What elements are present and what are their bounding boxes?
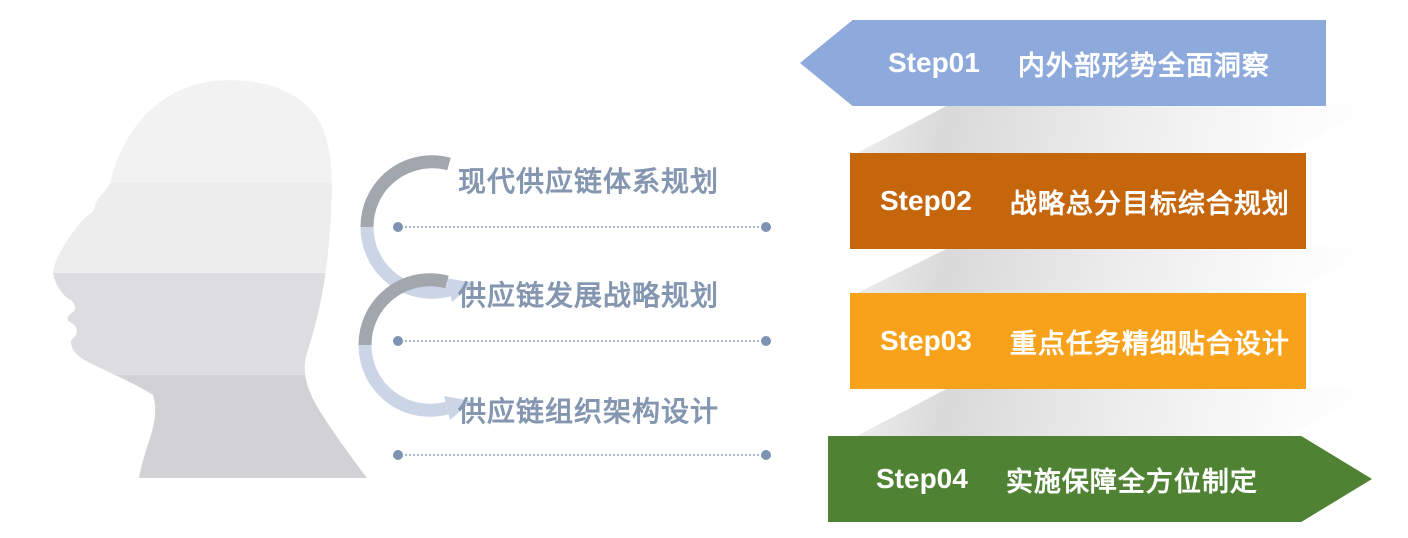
- step-label: 内外部形势全面洞察: [1017, 50, 1270, 81]
- dotted-line: [405, 340, 759, 342]
- head-band-1: [53, 80, 367, 183]
- step-label: 重点任务精细贴合设计: [1009, 328, 1290, 359]
- focus-item-label-3: 供应链组织架构设计: [458, 396, 720, 427]
- dotted-connector-1: [393, 222, 771, 232]
- fold-connector-2: [853, 247, 1378, 295]
- focus-item-label-2: 供应链发展战略规划: [458, 280, 720, 311]
- step-number: Step01: [888, 47, 980, 78]
- step-banner-3: Step03 重点任务精细贴合设计: [850, 293, 1306, 389]
- curved-arrow-head: [444, 396, 472, 420]
- curved-arrow-icon-1: [360, 155, 474, 302]
- step-banner-2: Step02 战略总分目标综合规划: [850, 153, 1306, 249]
- curved-arrow-light-segment: [358, 344, 449, 417]
- head-band-3: [53, 273, 367, 375]
- dotted-connector-3: [393, 450, 771, 460]
- curved-arrow-icon-2: [358, 273, 472, 420]
- dotted-connector-2: [393, 336, 771, 346]
- line-end-dot: [761, 222, 771, 232]
- focus-item-label-1: 现代供应链体系规划: [458, 166, 720, 197]
- curved-arrow-light-segment: [360, 226, 451, 299]
- curved-arrow-dark-segment: [360, 155, 451, 228]
- head-silhouette-icon: [53, 80, 367, 478]
- line-end-dot: [761, 336, 771, 346]
- fold-connector-1: [853, 104, 1378, 155]
- step-label: 实施保障全方位制定: [1005, 466, 1258, 497]
- step-banner-4: Step04 实施保障全方位制定: [828, 436, 1372, 522]
- line-end-dot: [393, 336, 403, 346]
- line-end-dot: [393, 222, 403, 232]
- dotted-line: [405, 454, 759, 456]
- head-band-4: [53, 375, 367, 478]
- step-number: Step02: [880, 185, 972, 216]
- step-label: 战略总分目标综合规划: [1009, 188, 1290, 219]
- step-number: Step04: [876, 463, 968, 494]
- dotted-line: [405, 226, 759, 228]
- line-end-dot: [393, 450, 403, 460]
- curved-arrow-head: [446, 278, 474, 302]
- curved-arrow-dark-segment: [358, 273, 449, 346]
- head-band-2: [53, 183, 367, 273]
- line-end-dot: [761, 450, 771, 460]
- step-number: Step03: [880, 325, 972, 356]
- fold-connector-3: [853, 387, 1378, 438]
- step-banner-1: Step01 内外部形势全面洞察: [800, 20, 1326, 106]
